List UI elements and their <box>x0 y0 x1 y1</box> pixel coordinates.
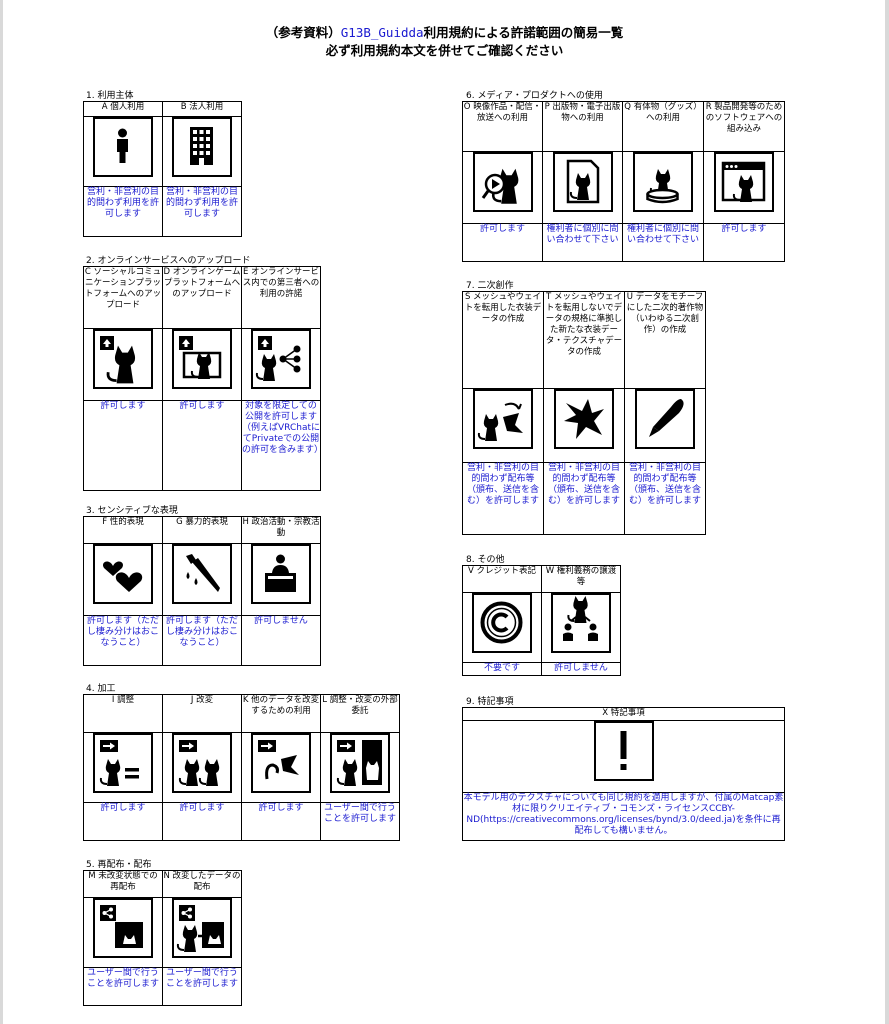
col-i-head: I 調整 <box>83 694 163 733</box>
col-r-head: R 製品開発等のためのソフトウェアへの組み込み <box>703 101 785 152</box>
section-9-table: X 特記事項 本モデル用のテクスチャについても同じ規約を適用しますが、付属のMa… <box>462 707 785 841</box>
section-9-label: 9. 特記事項 <box>466 697 514 707</box>
section-8-table: V クレジット表記 W 権利義務の譲渡等 不要です 許可しません <box>462 565 621 676</box>
special-note: 本モデル用のテクスチャについても同じ規約を適用しますが、付属のMatcap素材に… <box>462 792 785 841</box>
col-o-perm: 許可します <box>462 223 543 262</box>
col-b-perm: 営利・非営利の目的問わず利用を許可します <box>162 186 242 237</box>
col-w-perm: 許可しません <box>541 662 621 676</box>
section-6-label: 6. メディア・プロダクトへの使用 <box>466 91 603 101</box>
col-t-head: T メッシュやウェイトを転用しないでデータの規格に準拠した新たな衣装データ・テク… <box>543 291 625 389</box>
building-icon <box>172 117 232 177</box>
col-x-head: X 特記事項 <box>462 707 785 721</box>
col-i-perm: 許可します <box>83 802 163 841</box>
col-d-head: D オンラインゲームプラットフォームへのアップロード <box>162 266 242 329</box>
page-edge-right <box>885 0 889 1024</box>
page-subtitle: 必ず利用規約本文を併せてご確認ください <box>325 43 564 58</box>
use-for-other-data-icon <box>251 733 311 793</box>
col-s-perm: 営利・非営利の目的問わず配布等（頒布、送信を含む）を許可します <box>462 462 544 535</box>
figure-icon <box>633 152 693 212</box>
col-c-perm: 許可します <box>83 400 163 491</box>
title-prefix: （参考資料） <box>265 25 341 40</box>
title-suffix: 利用規約による許諾範囲の簡易一覧 <box>423 25 624 40</box>
col-q-perm: 権利者に個別に問い合わせて下さい <box>622 223 704 262</box>
podium-icon <box>251 544 311 604</box>
col-p-head: P 出版物・電子出版物への利用 <box>542 101 623 152</box>
col-e-head: E オンラインサービス内での第三者への利用の許諾 <box>241 266 321 329</box>
section-3-label: 3. センシティブな表現 <box>86 506 178 516</box>
col-a-perm: 営利・非営利の目的問わず利用を許可します <box>83 186 163 237</box>
upload-avatar-icon <box>93 329 153 389</box>
col-r-perm: 許可します <box>703 223 785 262</box>
col-h-head: H 政治活動・宗教活動 <box>241 516 321 544</box>
modify-icon <box>172 733 232 793</box>
knife-icon <box>172 544 232 604</box>
col-k-head: K 他のデータを改変するための利用 <box>241 694 321 733</box>
copyright-icon <box>472 593 532 653</box>
col-e-perm: 対象を限定しての公開を許可します（例えばVRChatにてPrivateでの公開の… <box>241 400 323 491</box>
col-m-head: M 未改変状態での再配布 <box>83 870 163 898</box>
title-model-name: G13B_Guidda <box>340 25 424 40</box>
col-w-head: W 権利義務の譲渡等 <box>541 565 621 593</box>
outsource-icon <box>330 733 390 793</box>
section-7-label: 7. 二次創作 <box>466 281 514 291</box>
section-1-label: 1. 利用主体 <box>86 91 134 101</box>
col-c-head: C ソーシャルコミュニケーションプラットフォームへのアップロード <box>83 266 163 329</box>
col-t-perm: 営利・非営利の目的問わず配布等（頒布、送信を含む）を許可します <box>543 462 625 535</box>
person-icon <box>93 117 153 177</box>
col-j-perm: 許可します <box>162 802 242 841</box>
section-6-table: O 映像作品・配信・放送への利用 P 出版物・電子出版物への利用 Q 有体物（グ… <box>462 101 785 262</box>
col-l-head: L 調整・改変の外部委託 <box>320 694 400 733</box>
costume-icon <box>473 389 533 449</box>
col-g-perm: 許可します（ただし棲み分けはおこなうこと） <box>162 615 242 666</box>
new-costume-icon <box>554 389 614 449</box>
col-p-perm: 権利者に個別に問い合わせて下さい <box>542 223 623 262</box>
section-4-table: I 調整 J 改変 K 他のデータを改変するための利用 L 調整・改変の外部委託… <box>83 694 400 841</box>
col-s-head: S メッシュやウェイトを転用した衣装データの作成 <box>462 291 544 389</box>
section-4-label: 4. 加工 <box>86 684 116 694</box>
section-3-table: F 性的表現 G 暴力的表現 H 政治活動・宗教活動 許可します（ただし棲み分け… <box>83 516 321 666</box>
col-n-perm: ユーザー間で行うことを許可します <box>162 967 242 1006</box>
pen-icon <box>635 389 695 449</box>
col-u-head: U データをモチーフにした二次的著作物（いわゆる二次創作）の作成 <box>624 291 706 389</box>
distribute-modified-icon <box>172 898 232 958</box>
col-g-head: G 暴力的表現 <box>162 516 242 544</box>
section-2-label: 2. オンラインサービスへのアップロード <box>86 256 251 266</box>
col-v-head: V クレジット表記 <box>462 565 542 593</box>
col-b-head: B 法人利用 <box>162 101 242 117</box>
col-v-perm: 不要です <box>462 662 542 676</box>
col-n-head: N 改変したデータの配布 <box>162 870 242 898</box>
exclamation-icon <box>593 721 654 781</box>
col-q-head: Q 有体物（グッズ）への利用 <box>622 101 704 152</box>
hearts-icon <box>93 544 153 604</box>
video-icon <box>472 152 533 212</box>
section-1-table: A 個人利用 B 法人利用 営利・非営利の目的問わず利用を許可します 営利・非営… <box>83 101 242 237</box>
col-k-perm: 許可します <box>241 802 321 841</box>
upload-game-icon <box>172 329 232 389</box>
col-l-perm: ユーザー間で行うことを許可します <box>320 802 400 841</box>
section-5-label: 5. 再配布・配布 <box>86 860 152 870</box>
col-d-perm: 許可します <box>162 400 242 491</box>
section-2-table: C ソーシャルコミュニケーションプラットフォームへのアップロード D オンライン… <box>83 266 323 491</box>
page-edge-left <box>0 0 3 1024</box>
page-title: （参考資料）G13B_Guidda利用規約による許諾範囲の簡易一覧 <box>0 22 889 41</box>
publication-icon <box>552 152 613 212</box>
transfer-icon <box>551 593 611 653</box>
adjust-icon <box>93 733 153 793</box>
redistribute-icon <box>93 898 153 958</box>
share-third-party-icon <box>251 329 311 389</box>
section-7-table: S メッシュやウェイトを転用した衣装データの作成 T メッシュやウェイトを転用し… <box>462 291 706 535</box>
col-o-head: O 映像作品・配信・放送への利用 <box>462 101 543 152</box>
col-j-head: J 改変 <box>162 694 242 733</box>
col-f-head: F 性的表現 <box>83 516 163 544</box>
software-icon <box>714 152 774 212</box>
col-h-perm: 許可しません <box>241 615 321 666</box>
col-u-perm: 営利・非営利の目的問わず配布等（頒布、送信を含む）を許可します <box>624 462 706 535</box>
col-f-perm: 許可します（ただし棲み分けはおこなうこと） <box>83 615 163 666</box>
section-8-label: 8. その他 <box>466 555 505 565</box>
col-a-head: A 個人利用 <box>83 101 163 117</box>
col-m-perm: ユーザー間で行うことを許可します <box>83 967 163 1006</box>
section-5-table: M 未改変状態での再配布 N 改変したデータの配布 ユーザー間で行うことを許可し… <box>83 870 242 1006</box>
